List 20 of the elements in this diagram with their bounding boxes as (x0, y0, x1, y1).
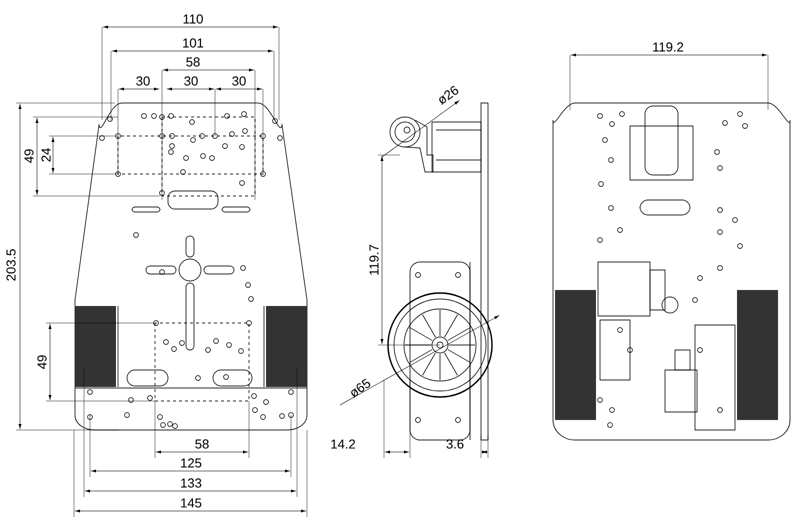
dimension-label: 58 (186, 57, 200, 67)
dimension-label: 203.5 (6, 249, 16, 281)
dimension-label: 14.2 (331, 439, 355, 449)
dimension-label: 30 (232, 76, 246, 86)
dimension-label: 101 (183, 38, 204, 48)
dimension-label: ø65 (351, 378, 370, 398)
dimension-label: 30 (136, 76, 150, 86)
dimension-label: 24 (41, 148, 51, 162)
dimension-label: 110 (184, 14, 203, 24)
dimension-label: 58 (195, 439, 209, 449)
dimension-label: 145 (181, 498, 202, 508)
dimension-label: 119.2 (653, 42, 684, 52)
dimension-label: 3.6 (446, 439, 464, 449)
dimension-label: 133 (181, 478, 202, 488)
dimension-label: 49 (24, 149, 34, 163)
dimension-label: 119.7 (369, 244, 379, 275)
dimension-label: 125 (181, 458, 202, 468)
dimension-label: 30 (184, 76, 198, 86)
dimension-label: 49 (37, 355, 47, 369)
dimension-label: ø26 (439, 86, 458, 106)
